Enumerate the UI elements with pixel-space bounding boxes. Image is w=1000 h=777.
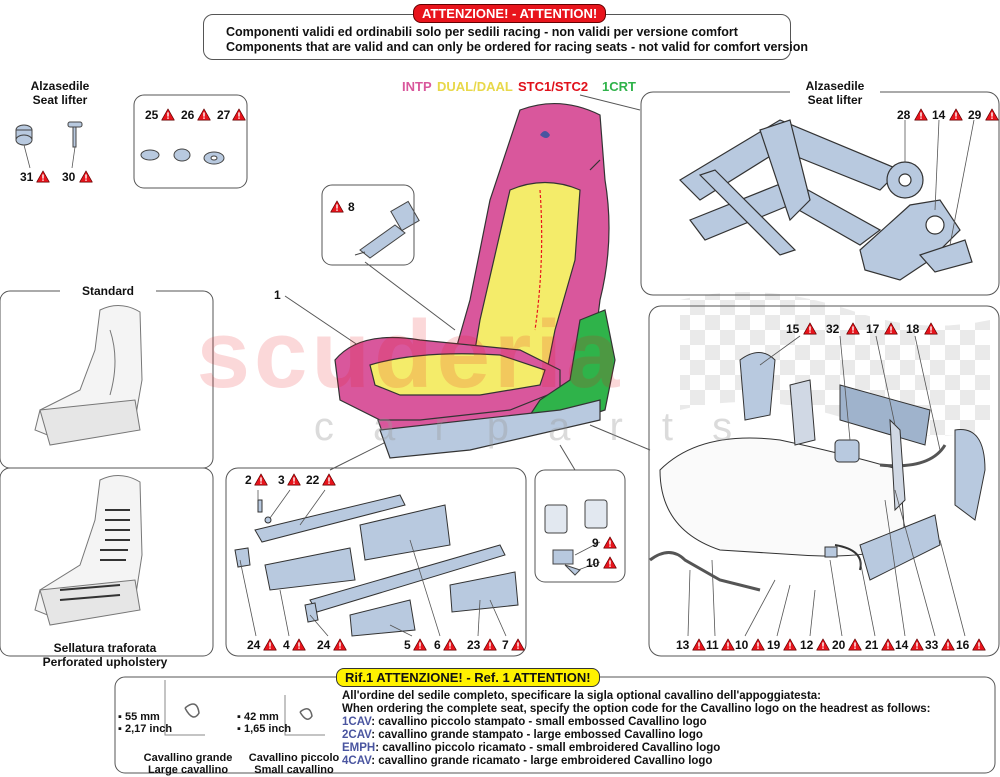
large-size-inch: ▪ 2,17 inch (118, 723, 173, 735)
part-24-label[interactable]: 24 (247, 638, 261, 652)
large-size-mm: ▪ 55 mm (118, 711, 160, 723)
part-11-label[interactable]: 11 (706, 638, 719, 652)
washer-parts (140, 148, 225, 165)
part-28-label[interactable]: 28 (897, 108, 911, 122)
version-stc-label: STC1/STC2 (518, 79, 589, 94)
standard-seat-sketch (34, 305, 143, 446)
part-32-label[interactable]: 32 (826, 322, 840, 336)
perforated-label: Sellatura traforata Perforated upholster… (42, 641, 168, 669)
part-29-label[interactable]: 29 (968, 108, 982, 122)
clip-parts (544, 499, 608, 576)
ref-code-4: 4CAV: cavallino grande ricamato - large … (342, 755, 712, 767)
version-dual-label: DUAL/DAAL (437, 79, 513, 94)
part-16-label[interactable]: 16 (956, 638, 970, 652)
ref-notice-title: Rif.1 ATTENZIONE! - Ref. 1 ATTENTION! (336, 668, 600, 687)
standard-label: Standard (60, 284, 156, 298)
part-15-label[interactable]: 15 (786, 322, 800, 336)
part-20-label[interactable]: 20 (832, 638, 846, 652)
part-23-label[interactable]: 23 (467, 638, 481, 652)
large-cavallino-caption: Cavallino grande Large cavallino (143, 752, 233, 776)
code-emph: EMPH (342, 742, 376, 754)
code-emph-text: : cavallino piccolo ricamato - small emb… (375, 742, 721, 754)
small-cavallino-caption: Cavallino piccolo Small cavallino (248, 752, 340, 776)
leader-lines (284, 94, 651, 471)
ref-code-1: 1CAV: cavallino piccolo stampato - small… (342, 716, 707, 728)
seat-cushion-mechanism (649, 352, 986, 592)
part-21-label[interactable]: 21 (865, 638, 879, 652)
part-12-label[interactable]: 12 (800, 638, 814, 652)
part-24b-label[interactable]: 24 (317, 638, 331, 652)
code-1cav: 1CAV (342, 716, 372, 728)
part-2-label[interactable]: 2 (245, 473, 252, 487)
part-10b-label[interactable]: 10 (586, 556, 600, 570)
part-10-label[interactable]: 10 (735, 638, 749, 652)
part-27-label[interactable]: 27 (217, 108, 231, 122)
belt-connector-part (354, 200, 420, 259)
part-1-label[interactable]: 1 (274, 288, 281, 302)
code-2cav: 2CAV (342, 729, 372, 741)
part-7-label[interactable]: 7 (502, 638, 509, 652)
part-18-label[interactable]: 18 (906, 322, 920, 336)
code-4cav: 4CAV (342, 755, 372, 767)
part-9-label[interactable]: 9 (592, 536, 599, 550)
ref-code-2: 2CAV: cavallino grande stampato - large … (342, 729, 703, 741)
seat-rails (234, 494, 519, 637)
part-4-label[interactable]: 4 (283, 638, 290, 652)
right-lifter-title: Alzasedile Seat lifter (790, 79, 880, 107)
perforated-seat-sketch (34, 475, 143, 626)
lifter-bushing-parts (15, 121, 83, 148)
left-lifter-title: Alzasedile Seat lifter (30, 79, 90, 107)
part-31-label[interactable]: 31 (20, 170, 34, 184)
main-racing-seat (334, 103, 616, 459)
cavallino-logo-samples (164, 680, 325, 736)
part-3-label[interactable]: 3 (278, 473, 285, 487)
ref-line-it: All'ordine del sedile completo, specific… (342, 690, 822, 702)
ref-line-en: When ordering the complete seat, specify… (342, 703, 931, 715)
version-intp-label: INTP (402, 79, 432, 94)
part-26-label[interactable]: 26 (181, 108, 195, 122)
small-size-mm: ▪ 42 mm (237, 711, 279, 723)
part-30-label[interactable]: 30 (62, 170, 76, 184)
top-notice-line-en: Components that are valid and can only b… (226, 40, 809, 54)
seat-lifter-frame (679, 119, 973, 281)
part-14-label[interactable]: 14 (932, 108, 946, 122)
part-leaders (23, 119, 975, 637)
part-14b-label[interactable]: 14 (895, 638, 909, 652)
top-notice-line-it: Componenti validi ed ordinabili solo per… (226, 25, 738, 39)
part-5-label[interactable]: 5 (404, 638, 411, 652)
part-25-label[interactable]: 25 (145, 108, 159, 122)
small-size-inch: ▪ 1,65 inch (237, 723, 292, 735)
code-2cav-text: : cavallino grande stampato - large embo… (371, 729, 703, 741)
version-crt-label: 1CRT (602, 79, 636, 94)
part-8-label[interactable]: 8 (348, 200, 355, 214)
part-17-label[interactable]: 17 (866, 322, 880, 336)
code-4cav-text: : cavallino grande ricamato - large embr… (371, 755, 713, 767)
code-1cav-text: : cavallino piccolo stampato - small emb… (371, 716, 707, 728)
part-13-label[interactable]: 13 (676, 638, 690, 652)
top-notice-title: ATTENZIONE! - ATTENTION! (413, 4, 607, 23)
ref-code-3: EMPH: cavallino piccolo ricamato - small… (342, 742, 720, 754)
part-33-label[interactable]: 33 (925, 638, 939, 652)
part-6-label[interactable]: 6 (434, 638, 441, 652)
checkered-flag-watermark (680, 292, 990, 436)
part-22-label[interactable]: 22 (306, 473, 320, 487)
part-19-label[interactable]: 19 (767, 638, 781, 652)
